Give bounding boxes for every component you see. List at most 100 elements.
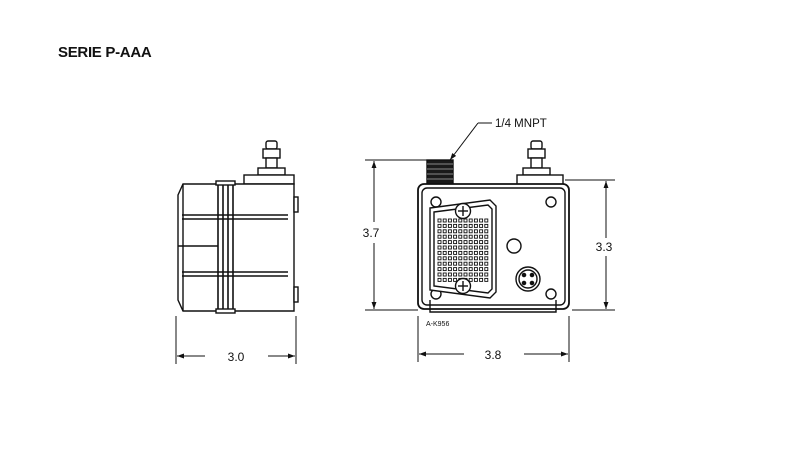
connector-pin <box>437 277 442 282</box>
connector-pin <box>473 277 478 282</box>
connector-pin <box>458 256 463 261</box>
connector-pin <box>468 245 473 250</box>
connector-pin <box>473 272 478 277</box>
connector-pin <box>468 277 473 282</box>
connector-pin <box>453 272 458 277</box>
side-fitting <box>243 140 295 185</box>
connector-pin <box>484 272 489 277</box>
connector-pin <box>453 250 458 255</box>
connector-pin <box>463 245 468 250</box>
body-height-label: 3.3 <box>596 240 613 254</box>
connector-pin <box>437 272 442 277</box>
connector-pin <box>484 256 489 261</box>
connector-pin <box>437 250 442 255</box>
part-code: A-K956 <box>426 321 449 328</box>
connector-pin <box>468 218 473 223</box>
connector-pin <box>463 218 468 223</box>
connector-pin <box>458 223 463 228</box>
connector-pin <box>468 272 473 277</box>
connector-pin <box>437 261 442 266</box>
connector-pin <box>437 229 442 234</box>
connector-pin <box>447 229 452 234</box>
connector-pin <box>458 272 463 277</box>
connector-pin <box>463 272 468 277</box>
connector-pin <box>458 229 463 234</box>
connector-pin <box>442 272 447 277</box>
connector-pin <box>468 250 473 255</box>
connector-pin <box>442 234 447 239</box>
connector-pin <box>473 250 478 255</box>
connector-pin <box>453 277 458 282</box>
connector-pin <box>442 261 447 266</box>
connector-pin <box>468 240 473 245</box>
connector-pin <box>442 229 447 234</box>
connector-pin <box>473 261 478 266</box>
connector-pin <box>453 245 458 250</box>
connector-pin <box>468 234 473 239</box>
connector-pin <box>458 218 463 223</box>
front-fitting <box>516 140 564 187</box>
side-width-label: 3.0 <box>228 350 245 364</box>
connector-pin <box>437 223 442 228</box>
connector-pin <box>447 261 452 266</box>
npt-callout: 1/4 MNPT <box>495 118 547 130</box>
connector-pin <box>453 234 458 239</box>
connector-pin <box>468 229 473 234</box>
connector-pin <box>442 240 447 245</box>
connector-pin <box>463 250 468 255</box>
connector-pin <box>479 218 484 223</box>
connector-pin <box>463 267 468 272</box>
connector-pins <box>437 218 489 282</box>
connector-pin <box>468 261 473 266</box>
connector-pin <box>463 240 468 245</box>
connector-pin <box>442 256 447 261</box>
connector-pin <box>447 267 452 272</box>
connector-pin <box>479 267 484 272</box>
front-width-label: 3.8 <box>485 348 502 362</box>
connector-pin <box>484 245 489 250</box>
connector-pin <box>453 223 458 228</box>
connector-pin <box>458 234 463 239</box>
connector-pin <box>484 277 489 282</box>
connector-pin <box>479 223 484 228</box>
connector-pin <box>447 223 452 228</box>
connector-pin <box>437 256 442 261</box>
connector-pin <box>484 240 489 245</box>
dimension-body-height <box>565 179 615 311</box>
connector-pin <box>447 245 452 250</box>
connector-pin <box>473 256 478 261</box>
connector-pin <box>442 223 447 228</box>
side-body <box>177 180 299 314</box>
dimension-side-width <box>175 316 297 364</box>
connector-pin <box>442 245 447 250</box>
drawing-title: SERIE P-AAA <box>58 44 152 61</box>
connector-pin <box>437 245 442 250</box>
npt-port <box>426 159 454 187</box>
connector-pin <box>458 261 463 266</box>
connector-pin <box>442 218 447 223</box>
connector-pin <box>473 240 478 245</box>
side-view <box>177 140 299 314</box>
connector-pin <box>437 267 442 272</box>
front-view <box>417 140 570 313</box>
callout-leader <box>449 122 492 161</box>
connector-pin <box>437 240 442 245</box>
connector-pin <box>458 267 463 272</box>
connector-pin <box>473 218 478 223</box>
connector-pin <box>453 261 458 266</box>
connector-pin <box>463 229 468 234</box>
round-connector <box>515 266 541 292</box>
connector-pin <box>473 223 478 228</box>
connector-pin <box>447 218 452 223</box>
connector-pin <box>447 250 452 255</box>
connector-pin <box>479 272 484 277</box>
connector-pin <box>473 245 478 250</box>
connector-pin <box>442 250 447 255</box>
connector-pin <box>479 240 484 245</box>
connector-pin <box>468 223 473 228</box>
connector-pin <box>447 277 452 282</box>
connector-pin <box>447 240 452 245</box>
connector-pin <box>437 234 442 239</box>
connector-pin <box>468 256 473 261</box>
